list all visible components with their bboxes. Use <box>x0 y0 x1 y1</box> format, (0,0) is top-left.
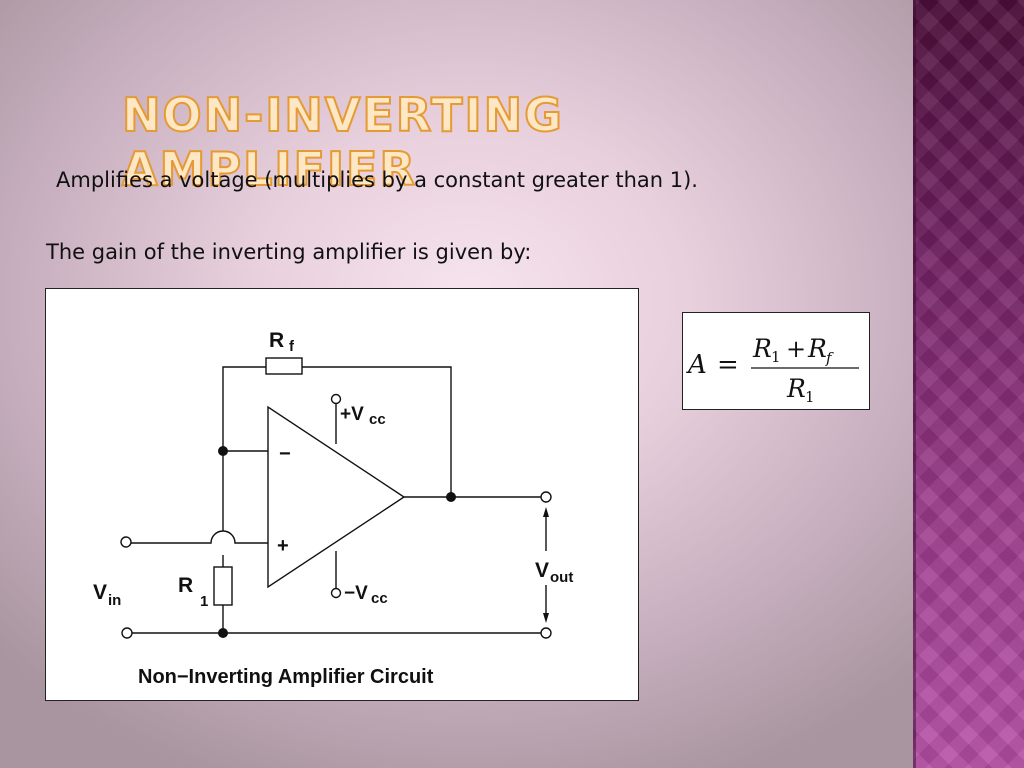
vin-terminal-top <box>120 536 132 548</box>
vout-label: V <box>535 559 549 582</box>
gain-formula-image: A = R 1 + R f R 1 <box>682 312 870 410</box>
inverting-input-symbol: − <box>279 443 291 465</box>
vout-terminal-bottom <box>540 627 552 639</box>
junction-dot-output <box>446 492 456 502</box>
vcc-positive-label: +V <box>340 404 364 425</box>
rf-subscript: f <box>289 338 295 355</box>
feedback-wire-right <box>302 366 452 497</box>
vin-terminal-bottom <box>121 627 133 639</box>
vout-subscript: out <box>550 569 573 586</box>
formula-svg: A = R 1 + R f R 1 <box>686 334 859 406</box>
numerator-r1-sub: 1 <box>771 348 781 366</box>
vout-arrow-up-head <box>543 507 549 517</box>
junction-dot-ground <box>218 628 228 638</box>
circuit-svg: R f R 1 V in V out +V cc −V cc − + Non−I… <box>93 329 573 688</box>
resistor-r1 <box>213 566 233 606</box>
circuit-caption: Non−Inverting Amplifier Circuit <box>138 666 434 688</box>
formula-lhs: A <box>686 350 707 380</box>
vcc-negative-subscript: cc <box>371 590 388 607</box>
slide-title: NON-INVERTING AMPLIFIER <box>121 87 564 197</box>
vcc-negative-label: −V <box>344 583 368 604</box>
body-text-line-2: The gain of the inverting amplifier is g… <box>46 240 532 264</box>
body-text-line-1: Amplifies a voltage (multiplies by a con… <box>56 168 698 192</box>
r1-label: R <box>178 574 193 597</box>
numerator-rf: R <box>807 334 827 363</box>
vcc-positive-subscript: cc <box>369 411 386 428</box>
op-amp-triangle <box>267 405 406 589</box>
side-band-pattern <box>913 0 1024 768</box>
denominator-r1-sub: 1 <box>805 388 815 406</box>
vin-subscript: in <box>108 592 121 609</box>
rf-label: R <box>269 329 284 352</box>
circuit-diagram-image: R f R 1 V in V out +V cc −V cc − + Non−I… <box>45 288 639 701</box>
non-inverting-input-symbol: + <box>277 535 289 557</box>
junction-dot-feedback <box>218 446 228 456</box>
numerator-rf-sub: f <box>825 349 834 367</box>
feedback-wire <box>222 366 266 451</box>
numerator-r1: R <box>752 334 772 363</box>
formula-equals: = <box>717 350 739 380</box>
decorative-side-band <box>913 0 1024 768</box>
denominator-r1: R <box>786 374 806 403</box>
non-inverting-input-wire <box>130 530 268 544</box>
vout-arrow-down-head <box>543 613 549 623</box>
resistor-rf <box>265 357 303 375</box>
vcc-negative-terminal <box>330 587 342 599</box>
vcc-positive-terminal <box>330 393 342 405</box>
numerator-plus: + <box>786 335 806 363</box>
vout-terminal-top <box>540 491 552 503</box>
side-band-edge <box>913 0 916 768</box>
r1-subscript: 1 <box>200 593 208 610</box>
vin-label: V <box>93 581 107 604</box>
